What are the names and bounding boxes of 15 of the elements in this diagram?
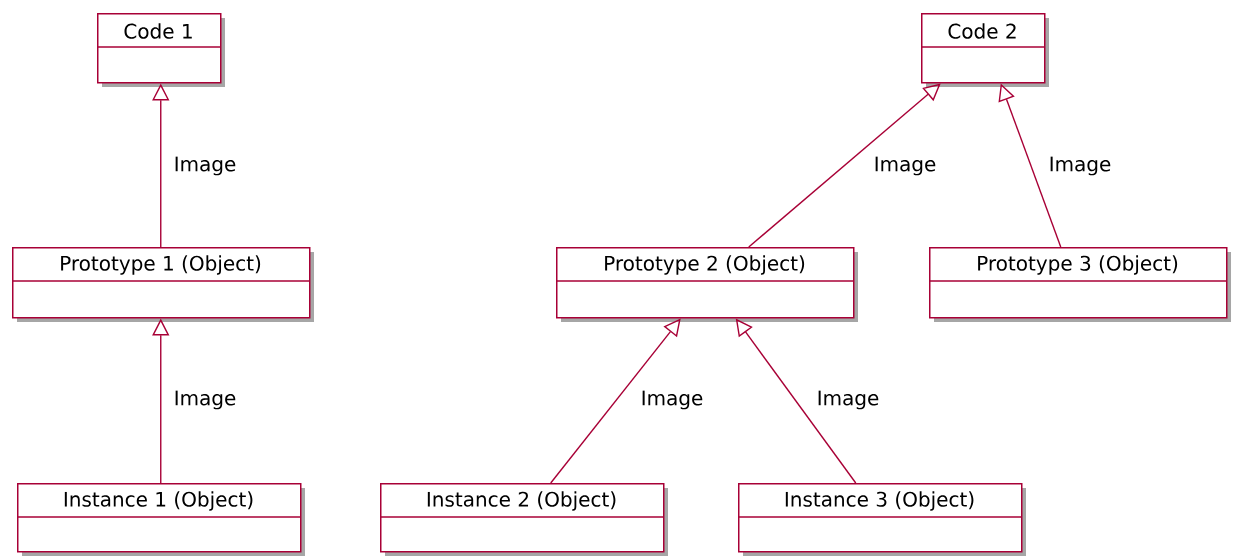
class-box: Instance 2 (Object) [379, 483, 668, 556]
arrow [748, 83, 941, 248]
class-box: Prototype 1 (Object) [11, 247, 314, 322]
class-box: Instance 1 (Object) [16, 483, 305, 556]
edge-label: Image [172, 155, 238, 177]
class-box: Prototype 2 (Object) [555, 247, 858, 322]
edge-label: Image [815, 389, 881, 411]
class-box: Code 1 [96, 13, 225, 87]
edge-label: Image [872, 155, 938, 177]
class-box: Prototype 3 (Object) [928, 247, 1231, 322]
class-box: Code 2 [920, 13, 1049, 87]
class-box: Instance 3 (Object) [737, 483, 1026, 556]
edge-label: Image [639, 389, 705, 411]
edge-label: Image [1047, 155, 1113, 177]
edge-label: Image [172, 389, 238, 411]
